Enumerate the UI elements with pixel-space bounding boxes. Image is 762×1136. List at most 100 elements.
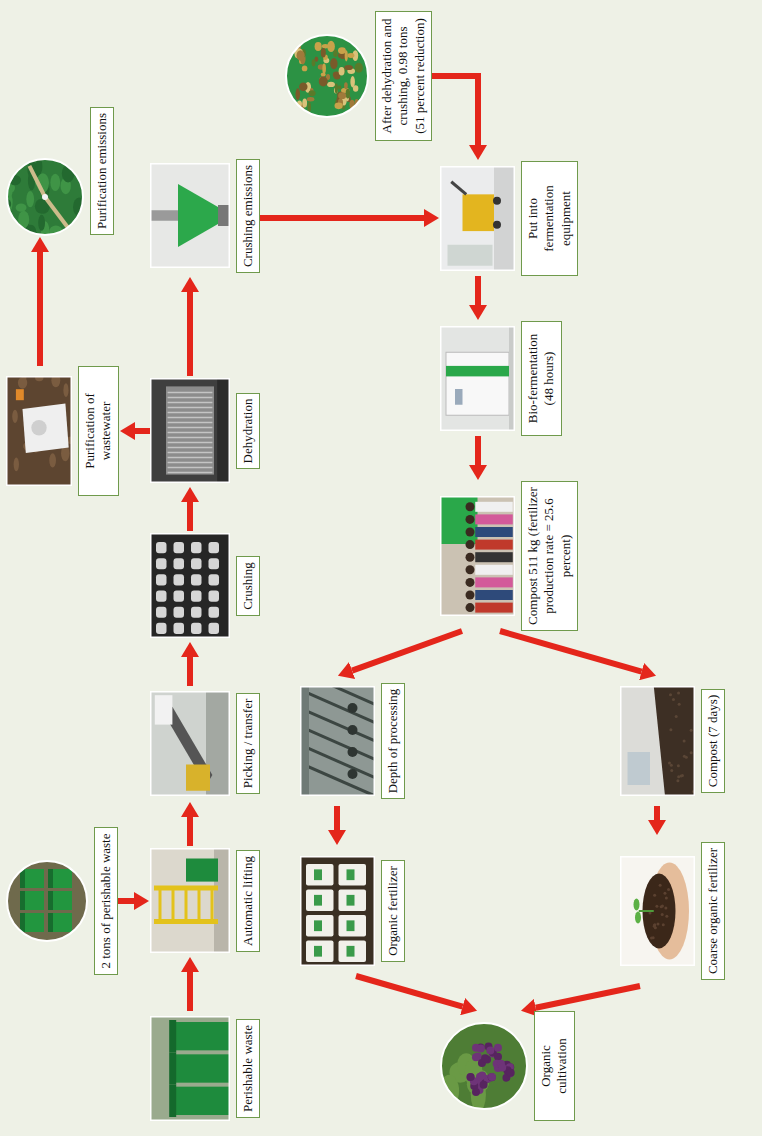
photo-detail [309,90,316,96]
photo-illustration [150,164,230,269]
photo-detail [150,379,230,484]
photo-detail [628,752,651,785]
photo-detail [209,607,220,618]
photo-illustration [440,166,515,271]
photo-detail [20,891,25,910]
photo-frame [301,687,375,796]
photo-detail [665,915,668,918]
photo-frame-box [150,376,230,486]
photo-detail [300,686,375,704]
photo-detail [12,410,18,423]
photo-detail [338,85,342,89]
photo-frame-box [620,676,695,806]
photo [6,860,88,942]
photo-detail [347,920,355,931]
photo-detail [472,1053,480,1061]
photo-detail [446,352,509,415]
step-label: Compost 511 kg (fertilizer production ra… [521,481,578,631]
photo-detail [168,422,213,424]
photo-detail [6,216,13,228]
photo-detail [168,457,213,459]
photo [150,379,230,484]
photo-detail [23,404,69,454]
photo-detail [314,920,322,931]
photo-frame [621,857,695,966]
step-label: Coarse organic fertilizer [701,842,725,980]
photo [150,534,230,639]
process-step: Depth of processing [300,676,405,806]
photo-detail [49,453,56,467]
photo-detail [169,1052,176,1084]
photo-detail [653,923,656,926]
process-step: Bio-fermentation (48 hours) [440,321,562,436]
photo-detail [20,869,44,888]
process-step: Crushing emissions [150,156,260,276]
step-label: Compost (7 days) [701,689,725,793]
photo-frame [151,534,230,638]
photo-detail [45,197,68,228]
process-step: Picking / transfer [150,686,260,801]
photo-frame-box [440,161,515,276]
photo-detail [677,775,680,778]
photo [440,496,515,616]
photo-detail [344,82,348,89]
photo-detail [156,575,167,586]
photo-detail [48,891,72,910]
photo [440,166,515,271]
photo-detail [300,726,375,759]
photo-detail [42,194,48,200]
photo-frame [151,164,230,268]
step-label: Bio-fermentation (48 hours) [521,321,562,436]
photo-detail [339,915,367,937]
photo-detail [191,623,202,634]
flow-arrow [118,898,134,904]
photo-detail [338,92,346,99]
process-step: After dehydration and crushing, 0.98 ton… [285,11,432,141]
process-step: Coarse organic fertilizer [620,836,725,986]
process-step: Put into fermentation equipment [440,161,578,276]
photo [150,691,230,796]
photo-frame-box [150,156,230,276]
photo-detail [494,1044,502,1052]
photo [150,1016,230,1121]
process-step: Purification emissions [6,106,114,236]
photo-detail [168,427,213,429]
photo-illustration [6,376,72,486]
photo-frame-box [440,481,515,631]
photo-detail [168,407,213,409]
step-label: 2 tons of perishable waste [94,827,118,974]
photo-detail [478,1072,486,1080]
photo-detail [475,565,513,575]
photo-detail [312,59,316,66]
photo-detail [174,559,185,570]
photo-frame-box [150,846,230,956]
flow-arrow [260,215,424,221]
photo-detail [300,856,375,966]
photo-detail [635,912,641,924]
step-label: Organic fertilizer [381,860,405,962]
step-label: Perishable waste [236,1019,260,1118]
photo-detail [168,452,213,454]
step-label: Purification emissions [90,107,114,235]
photo-detail [475,540,513,550]
photo-detail [654,686,695,796]
photo-detail [285,34,369,118]
photo-detail [191,543,202,554]
photo-detail [475,577,513,587]
photo-frame [301,857,375,966]
photo-detail [475,514,513,524]
photo-detail [333,50,337,57]
photo-detail [672,698,675,701]
photo-frame [151,379,230,483]
photo-detail [168,442,213,444]
photo-frame-box [150,686,230,801]
photo-detail [330,58,337,69]
photo-detail [677,764,680,767]
photo-detail [338,47,346,54]
photo-illustration [285,34,369,118]
photo-detail [346,89,350,99]
flow-arrow [352,631,462,671]
photo-detail [156,559,167,570]
photo-detail [314,895,322,906]
photo-detail [174,623,185,634]
